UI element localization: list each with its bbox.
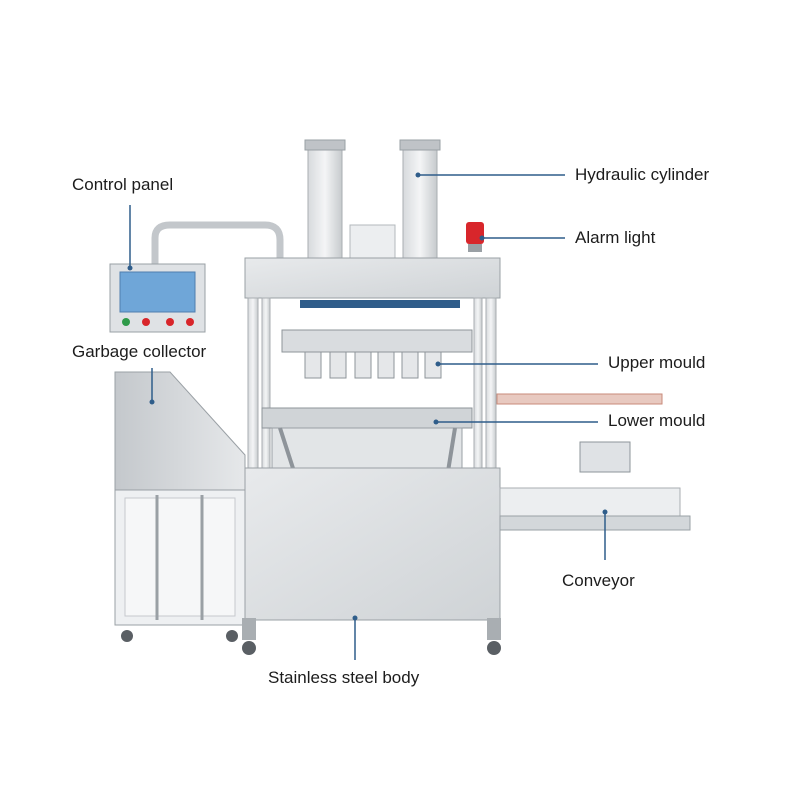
press-frame xyxy=(244,257,501,471)
label-control-panel: Control panel xyxy=(72,175,174,194)
button-red-2 xyxy=(166,318,174,326)
center-bracket xyxy=(349,224,396,264)
garbage-collector xyxy=(114,371,246,642)
label-garbage-collector: Garbage collector xyxy=(72,342,207,361)
upper-plate xyxy=(281,329,473,353)
label-alarm-light: Alarm light xyxy=(575,228,656,247)
blue-rail xyxy=(300,300,460,308)
panel-screen xyxy=(119,271,196,313)
bin-bag xyxy=(124,497,236,617)
label-upper-mould: Upper mould xyxy=(608,353,706,372)
column-left xyxy=(247,297,259,471)
lower-mould xyxy=(261,407,473,491)
cylinder-left xyxy=(307,144,343,264)
label-hydraulic-cylinder: Hydraulic cylinder xyxy=(575,165,710,184)
red-rod xyxy=(496,393,663,405)
stainless-steel-body xyxy=(242,467,501,655)
lower-basin xyxy=(271,427,463,469)
conveyor-frame xyxy=(499,515,691,531)
hydraulic-cylinders xyxy=(304,139,441,264)
label-stainless-steel-body: Stainless steel body xyxy=(268,668,420,687)
cylinder-right-cap xyxy=(399,139,441,151)
button-green xyxy=(122,318,130,326)
column-left-2 xyxy=(261,297,271,471)
lower-tray xyxy=(261,407,473,429)
body-cabinet xyxy=(244,467,501,621)
button-red-3 xyxy=(186,318,194,326)
label-conveyor: Conveyor xyxy=(562,571,635,590)
column-right-2 xyxy=(473,297,483,471)
cylinder-right xyxy=(402,144,438,264)
chute xyxy=(114,371,246,491)
leader-lines xyxy=(127,172,608,660)
label-lower-mould: Lower mould xyxy=(608,411,706,430)
top-plate xyxy=(244,257,501,299)
conveyor xyxy=(496,393,691,531)
upper-mould xyxy=(281,329,473,379)
alarm-light xyxy=(466,222,484,252)
conveyor-motor xyxy=(579,441,631,473)
column-right xyxy=(485,297,497,471)
control-panel xyxy=(109,221,284,333)
cylinder-left-cap xyxy=(304,139,346,151)
button-red-1 xyxy=(142,318,150,326)
